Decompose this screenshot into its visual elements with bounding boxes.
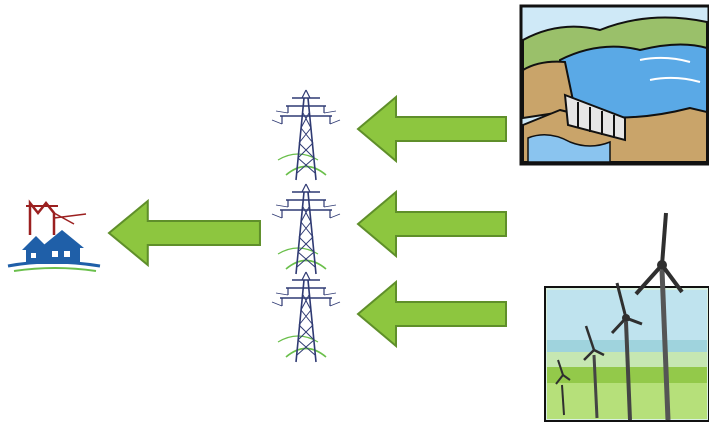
wind-turbines-icon xyxy=(544,212,709,422)
flow-arrow-to-substation xyxy=(107,199,261,267)
flow-arrow-wind xyxy=(357,281,507,347)
transmission-tower-icon xyxy=(271,271,341,363)
transmission-tower-icon xyxy=(271,89,341,181)
substation-house-icon xyxy=(7,199,101,272)
hydroelectric-dam-icon xyxy=(519,4,709,166)
flow-arrow-middle xyxy=(357,191,507,257)
transmission-tower-icon xyxy=(271,183,341,275)
flow-arrow-hydro xyxy=(357,96,507,162)
